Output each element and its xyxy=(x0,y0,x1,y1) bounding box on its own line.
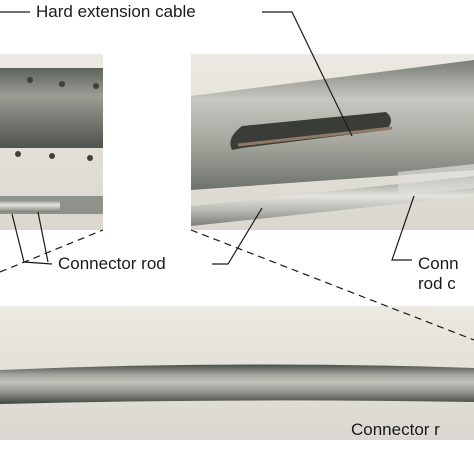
right-photo xyxy=(191,54,474,230)
label-hard-extension-cable: Hard extension cable xyxy=(36,2,196,21)
bottom-photo xyxy=(0,306,474,440)
screw-head xyxy=(93,83,99,89)
label-connector-right-line1: Conn xyxy=(418,254,459,273)
screw-head xyxy=(59,81,65,87)
screw-head xyxy=(27,77,33,83)
screw-head xyxy=(49,153,55,159)
screw-head xyxy=(15,151,21,157)
label-connector-rod-left: Connector rod xyxy=(58,254,166,273)
leader-hard-cable xyxy=(262,11,353,137)
leader-conn-right xyxy=(391,195,415,261)
leader-rod-right xyxy=(212,207,263,265)
left-photo xyxy=(0,54,103,230)
zoom-line-right xyxy=(190,229,474,341)
leader-lines xyxy=(0,11,474,341)
zoom-line-left xyxy=(0,229,104,273)
label-connector-rod-bottom: Connector r xyxy=(351,420,440,439)
label-connector-right-line2: rod c xyxy=(418,274,456,293)
screw-head xyxy=(87,155,93,161)
